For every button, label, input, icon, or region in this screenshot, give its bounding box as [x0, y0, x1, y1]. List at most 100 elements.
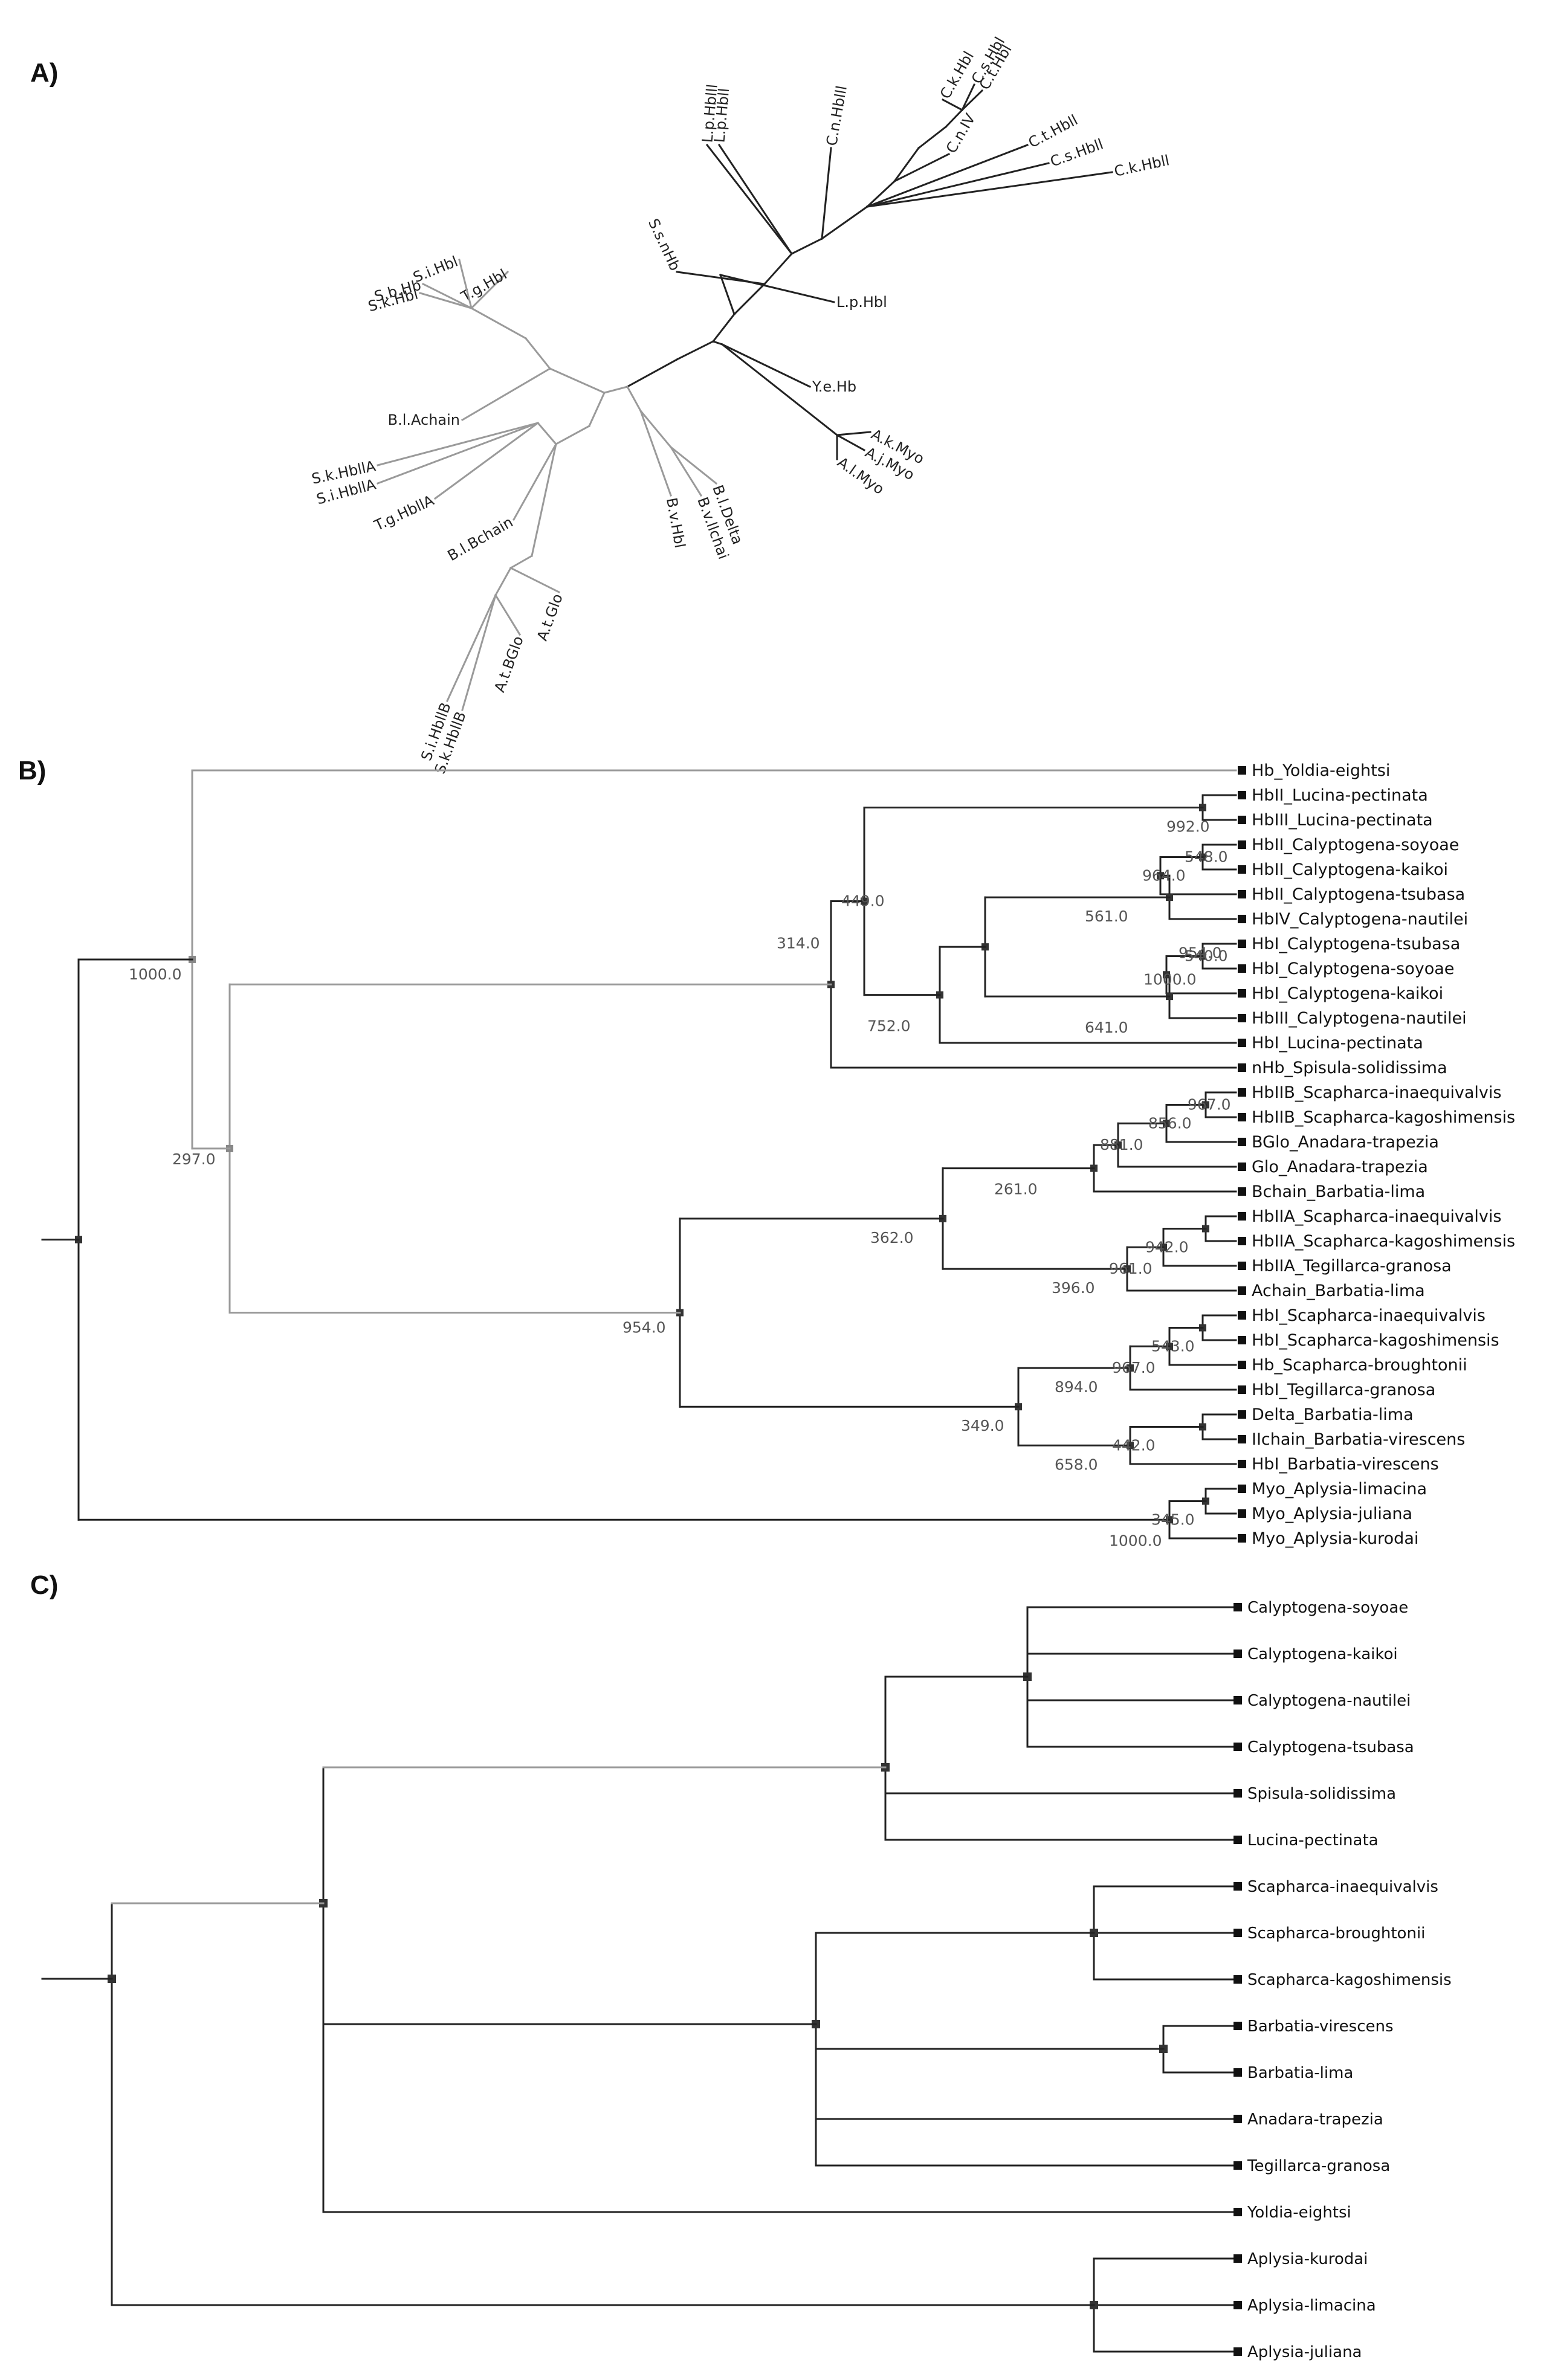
node-marker — [1234, 1789, 1242, 1798]
leaf-label: Calyptogena-soyoae — [1247, 1599, 1408, 1617]
node-marker — [1238, 1485, 1246, 1493]
bootstrap-value: 1000.0 — [1143, 970, 1196, 988]
panel-c-label: C) — [30, 1570, 58, 1600]
node-marker — [1238, 1113, 1246, 1121]
unrooted-leaf-branch — [720, 343, 812, 389]
leaf-label: HbI_Lucina-pectinata — [1252, 1034, 1423, 1053]
unrooted-branch — [626, 358, 679, 389]
leaf-label: Scapharca-inaequivalvis — [1247, 1878, 1438, 1896]
node-marker — [1238, 840, 1246, 849]
leaf-label: S.s.nHb — [645, 216, 684, 274]
leaf-label: BGlo_Anadara-trapezia — [1252, 1133, 1439, 1152]
node-marker — [1234, 1975, 1242, 1984]
node-marker — [1238, 1039, 1246, 1047]
unrooted-branch — [588, 392, 606, 427]
node-marker — [1238, 1212, 1246, 1221]
node-marker — [1238, 791, 1246, 799]
unrooted-branch — [509, 554, 534, 570]
unrooted-branch — [536, 421, 558, 446]
unrooted-leaf-branch — [494, 593, 522, 636]
leaf-label: Hb_Yoldia-eightsi — [1252, 761, 1390, 780]
leaf-label: Bchain_Barbatia-lima — [1252, 1182, 1425, 1201]
unrooted-branch — [865, 179, 896, 208]
unrooted-leaf-branch — [676, 271, 766, 285]
unrooted-leaf-branch — [421, 282, 473, 310]
unrooted-branch — [603, 385, 629, 394]
node-marker — [1238, 1460, 1246, 1468]
leaf-label: B.l.Bchain — [445, 514, 516, 564]
node-marker — [1234, 2301, 1242, 2309]
leaf-label: B.v.Hbl — [663, 497, 688, 550]
leaf-label: L.p.Hbl — [836, 294, 887, 311]
node-marker — [1238, 1088, 1246, 1097]
bootstrap-value: 954.0 — [1179, 944, 1222, 962]
bootstrap-value: 314.0 — [777, 935, 820, 952]
node-marker — [1238, 890, 1246, 898]
leaf-label: HbII_Lucina-pectinata — [1252, 786, 1428, 805]
unrooted-branch — [639, 409, 673, 449]
node-marker — [1238, 1385, 1246, 1394]
node-marker — [1234, 2068, 1242, 2077]
unrooted-leaf-branch — [866, 162, 1050, 208]
leaf-label: Delta_Barbatia-lima — [1252, 1405, 1414, 1424]
node-marker — [1238, 1138, 1246, 1146]
leaf-label: Barbatia-lima — [1247, 2064, 1353, 2082]
leaf-label: HbIIB_Scapharca-kagoshimensis — [1252, 1108, 1515, 1127]
unrooted-leaf-branch — [461, 367, 552, 422]
leaf-label: HbI_Scapharca-kagoshimensis — [1252, 1331, 1499, 1350]
leaf-label: HbIII_Lucina-pectinata — [1252, 811, 1433, 830]
unrooted-leaf-branch — [446, 594, 497, 702]
node-marker — [1234, 1603, 1242, 1611]
leaf-label: Calyptogena-kaikoi — [1247, 1645, 1398, 1663]
node-marker — [1234, 1882, 1242, 1891]
unrooted-branch — [720, 343, 839, 437]
leaf-label: Aplysia-limacina — [1247, 2297, 1376, 2315]
unrooted-leaf-branch — [512, 442, 558, 521]
unrooted-leaf-branch — [419, 292, 473, 309]
leaf-label: Barbatia-virescens — [1247, 2017, 1394, 2036]
unrooted-branch — [524, 337, 552, 370]
leaf-label: HbI_Calyptogena-kaikoi — [1252, 984, 1443, 1003]
node-marker — [1238, 1435, 1246, 1443]
node-marker — [1238, 1163, 1246, 1171]
leaf-label: Scapharca-kagoshimensis — [1247, 1971, 1452, 1989]
leaf-label: Yoldia-eightsi — [1247, 2204, 1351, 2222]
bootstrap-value: 967.0 — [1188, 1096, 1231, 1114]
bootstrap-value: 942.0 — [1145, 1238, 1189, 1256]
leaf-label: Myo_Aplysia-juliana — [1252, 1504, 1412, 1523]
leaf-label: Myo_Aplysia-kurodai — [1252, 1529, 1418, 1548]
leaf-label: HbI_Barbatia-virescens — [1252, 1455, 1439, 1474]
node-marker — [1234, 2022, 1242, 2030]
unrooted-leaf-branch — [717, 143, 794, 256]
leaf-label: Lucina-pectinata — [1247, 1831, 1379, 1849]
node-marker — [1238, 964, 1246, 973]
node-marker — [1238, 1534, 1246, 1543]
bootstrap-value: 641.0 — [1085, 1019, 1128, 1036]
leaf-label: Aplysia-juliana — [1247, 2343, 1362, 2361]
bootstrap-value: 992.0 — [1166, 818, 1210, 836]
bootstrap-value: 362.0 — [870, 1229, 914, 1246]
node-marker — [1238, 1286, 1246, 1295]
unrooted-leaf-branch — [866, 171, 1113, 208]
leaf-label: Anadara-trapezia — [1247, 2111, 1383, 2129]
node-marker — [1234, 2347, 1242, 2356]
leaf-label: C.n.IV — [943, 111, 979, 156]
bootstrap-value: 1000.0 — [1109, 1532, 1162, 1549]
node-marker — [1234, 2254, 1242, 2263]
leaf-label: HbIIA_Scapharca-kagoshimensis — [1252, 1232, 1515, 1251]
unrooted-branch — [549, 367, 606, 394]
node-marker — [1238, 1311, 1246, 1320]
unrooted-branch — [790, 237, 824, 256]
node-marker — [1238, 1509, 1246, 1518]
bootstrap-value: 449.0 — [841, 892, 885, 910]
leaf-label: HbIV_Calyptogena-nautilei — [1252, 910, 1468, 929]
leaf-label: Aplysia-kurodai — [1247, 2250, 1368, 2268]
unrooted-leaf-branch — [866, 144, 1029, 208]
bootstrap-value: 345.0 — [1151, 1511, 1195, 1528]
leaf-label: HbI_Calyptogena-soyoae — [1252, 959, 1454, 978]
unrooted-leaf-branch — [835, 433, 866, 452]
leaf-label: A.t.BGlo — [491, 634, 526, 694]
leaf-label: Calyptogena-nautilei — [1247, 1692, 1411, 1710]
